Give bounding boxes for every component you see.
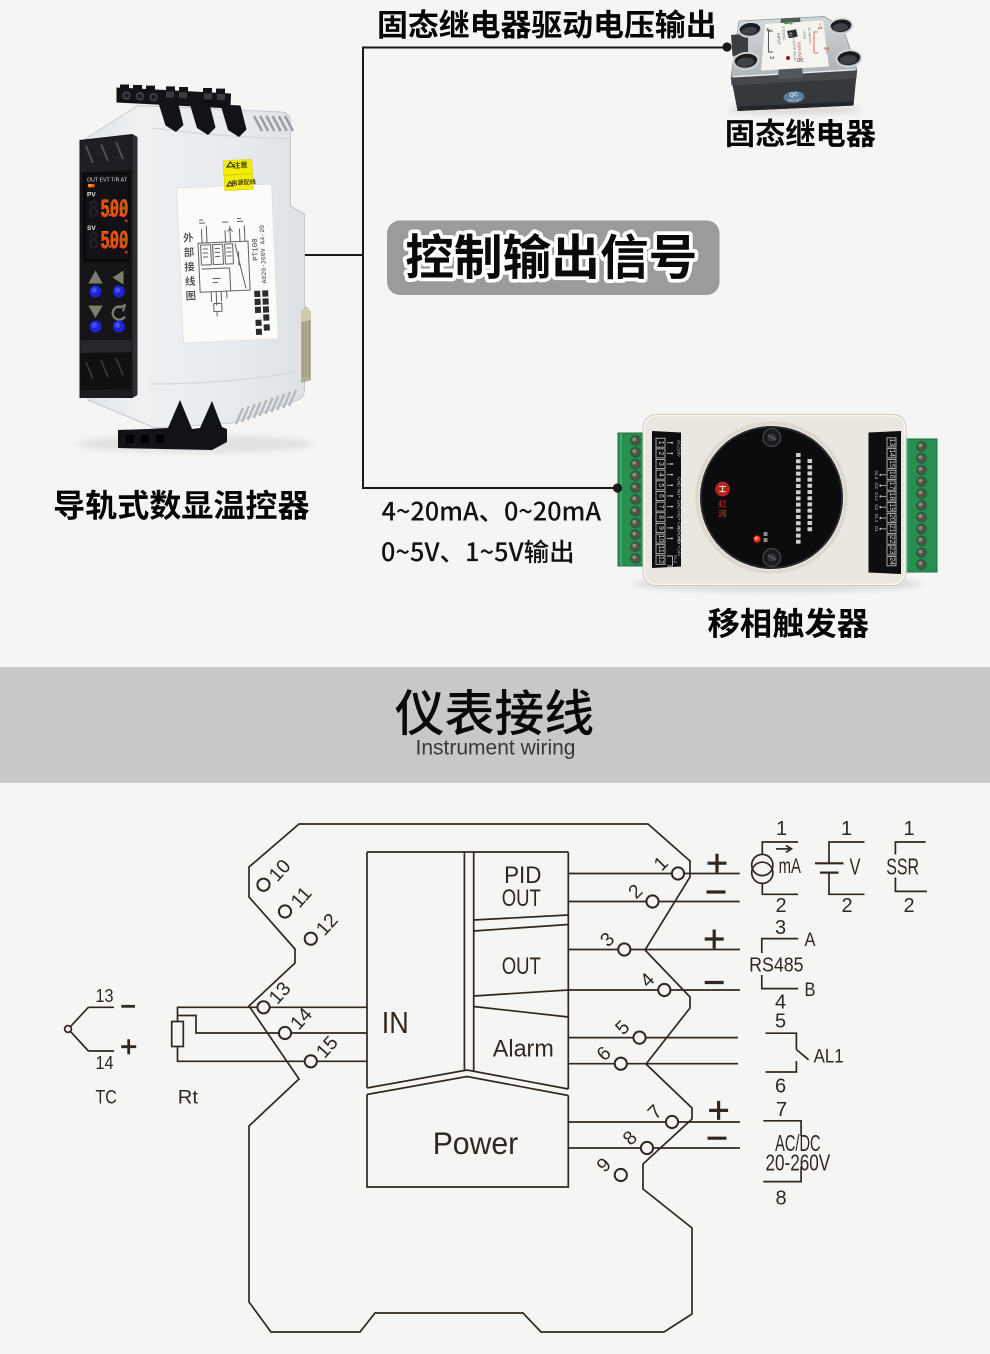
svg-text:2: 2 <box>775 895 786 917</box>
svg-text:A: A <box>805 929 816 951</box>
svg-text:7: 7 <box>657 505 664 509</box>
svg-text:OUT: OUT <box>502 953 541 980</box>
svg-text:19: 19 <box>888 503 895 511</box>
svg-text:9: 9 <box>657 526 664 530</box>
svg-text:G2: G2 <box>874 504 879 511</box>
svg-text:mA: mA <box>779 855 801 878</box>
svg-text:QC: QC <box>789 92 799 99</box>
svg-text:1: 1 <box>903 818 914 840</box>
svg-text:~1: ~1 <box>816 23 823 31</box>
svg-text:2: 2 <box>657 451 664 455</box>
svg-text:2: 2 <box>841 895 852 917</box>
svg-text:GL2: GL2 <box>874 492 879 501</box>
svg-text:12: 12 <box>657 556 664 564</box>
svg-text:GL3: GL3 <box>874 470 879 479</box>
svg-text:SSR-25DA: SSR-25DA <box>797 42 803 62</box>
svg-text:14: 14 <box>888 449 895 457</box>
svg-text:CE: CE <box>797 57 805 64</box>
svg-text:SOLID STATE RELAY: SOLID STATE RELAY <box>791 30 797 62</box>
svg-text:5: 5 <box>775 1011 786 1033</box>
svg-text:18: 18 <box>888 493 895 501</box>
svg-text:15: 15 <box>888 460 895 468</box>
svg-text:23: 23 <box>888 547 895 555</box>
svg-text:20-260V: 20-260V <box>766 1150 831 1176</box>
svg-text:SV: SV <box>87 225 96 232</box>
svg-text:IN: IN <box>382 1006 409 1040</box>
svg-text:7: 7 <box>776 1099 787 1121</box>
svg-text:AC/DC: AC/DC <box>775 1130 821 1156</box>
svg-text:3: 3 <box>768 56 774 60</box>
svg-text:8: 8 <box>657 515 664 519</box>
svg-text:8: 8 <box>775 1188 786 1210</box>
svg-text:2~: 2~ <box>823 47 829 55</box>
svg-text:24: 24 <box>888 557 895 565</box>
svg-text:500: 500 <box>101 195 129 225</box>
svg-text:6: 6 <box>657 494 664 498</box>
svg-text:10: 10 <box>657 535 664 543</box>
svg-text:20: 20 <box>888 514 895 522</box>
svg-text:8: 8 <box>88 195 99 225</box>
svg-text:4: 4 <box>764 28 770 32</box>
svg-text:3-32VDC: 3-32VDC <box>781 26 786 41</box>
svg-text:13: 13 <box>888 439 895 447</box>
svg-text:V: V <box>850 853 861 879</box>
svg-text:6: 6 <box>775 1075 786 1097</box>
svg-text:OUT EVT T/R AT: OUT EVT T/R AT <box>87 178 128 184</box>
svg-text:16: 16 <box>888 471 895 479</box>
svg-text:SSR: SSR <box>886 853 919 879</box>
svg-text:AL1: AL1 <box>814 1045 844 1067</box>
svg-text:Rt: Rt <box>178 1086 199 1108</box>
svg-text:3: 3 <box>657 462 664 466</box>
svg-text:500: 500 <box>100 227 128 257</box>
svg-text:OUT: OUT <box>502 885 541 912</box>
svg-text:GND IN1+ GND IN2+ GND GND: GND IN1+ GND IN2+ GND GND <box>677 477 682 545</box>
svg-text:AL1: AL1 <box>673 555 678 564</box>
svg-text:4: 4 <box>657 473 664 477</box>
svg-text:1: 1 <box>657 441 664 445</box>
svg-text:G1: G1 <box>874 526 879 533</box>
svg-text:1: 1 <box>776 818 787 840</box>
svg-text:AC220V: AC220V <box>677 440 682 458</box>
svg-text:B: B <box>805 979 816 1001</box>
svg-text:1: 1 <box>841 818 852 840</box>
svg-text:2: 2 <box>903 895 914 917</box>
svg-text:11: 11 <box>657 546 664 553</box>
svg-text:30-480VAC: 30-480VAC <box>807 27 812 45</box>
svg-text:17: 17 <box>888 482 895 490</box>
svg-text:PT100: PT100 <box>252 238 261 261</box>
svg-text:5: 5 <box>657 483 664 487</box>
svg-text:21: 21 <box>888 525 895 533</box>
svg-text:A020-260V A4-20: A020-260V A4-20 <box>259 225 269 284</box>
svg-text:3: 3 <box>775 917 786 939</box>
svg-text:AS+ +5V +24V: AS+ +5V +24V <box>677 526 682 557</box>
svg-text:PASSED: PASSED <box>788 98 802 103</box>
svg-text:13: 13 <box>96 985 114 1006</box>
svg-text:Alarm: Alarm <box>493 1036 554 1063</box>
svg-text:RS485: RS485 <box>749 954 804 976</box>
svg-text:INPUT: INPUT <box>776 33 782 46</box>
svg-text:PV: PV <box>87 192 96 199</box>
svg-text:4: 4 <box>775 992 786 1014</box>
svg-text:G3: G3 <box>874 483 879 490</box>
svg-text:PID: PID <box>504 862 541 889</box>
svg-text:TC: TC <box>96 1086 117 1108</box>
svg-text:8: 8 <box>88 227 99 257</box>
svg-text:14: 14 <box>96 1052 114 1073</box>
svg-text:GL1: GL1 <box>874 514 879 523</box>
svg-text:500: 500 <box>101 226 129 256</box>
svg-text:500: 500 <box>100 195 128 225</box>
svg-text:22: 22 <box>888 536 895 544</box>
svg-text:Power: Power <box>433 1125 519 1161</box>
svg-text:LOAD: LOAD <box>802 30 807 40</box>
svg-text:Instrument wiring: Instrument wiring <box>416 737 576 760</box>
